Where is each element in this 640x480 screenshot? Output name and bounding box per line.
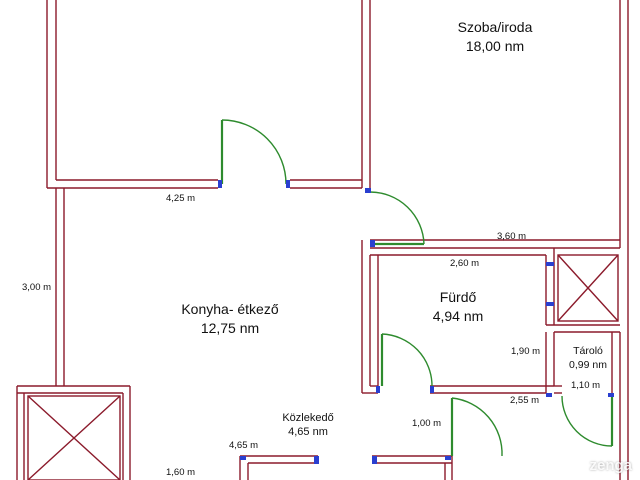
window-marker	[372, 456, 377, 464]
room-name: Közlekedő	[282, 412, 334, 424]
dimension-label: 4,65 m	[229, 440, 259, 451]
door-swing-arc	[561, 395, 613, 447]
room-label-tarolo: Tároló 0,99 nm	[560, 344, 616, 372]
room-area: 4,94 nm	[432, 308, 484, 324]
room-label-kozlekedo: Közlekedő 4,65 nm	[270, 411, 346, 439]
room-label-konyha: Konyha- étkező 12,75 nm	[160, 300, 300, 338]
window-marker	[546, 393, 552, 397]
walls	[16, 0, 629, 480]
zenga-logo-icon	[571, 458, 587, 473]
watermark-text: zenga	[589, 457, 632, 474]
room-area: 0,99 nm	[569, 359, 607, 371]
window-marker	[376, 386, 380, 393]
dimension-label: 1,00 m	[412, 418, 442, 429]
window-marker	[608, 393, 614, 397]
room-name: Fürdő	[439, 289, 477, 305]
shaft-cross-line	[557, 254, 619, 322]
dimension-label: 3,00 m	[22, 282, 52, 293]
room-area: 12,75 nm	[200, 320, 260, 336]
shaft-box	[27, 395, 121, 480]
shafts	[27, 254, 619, 480]
room-name: Szoba/iroda	[457, 19, 533, 35]
dimension-label: 1,60 m	[166, 467, 196, 478]
window-marker	[430, 386, 434, 393]
window-marker	[370, 240, 375, 247]
room-label-szoba: Szoba/iroda 18,00 nm	[440, 18, 550, 56]
dimension-label: 2,60 m	[450, 258, 480, 269]
windows	[218, 180, 614, 464]
shaft-cross-line	[27, 395, 121, 480]
window-marker	[365, 188, 371, 193]
watermark: zenga	[571, 457, 632, 474]
room-area: 18,00 nm	[465, 38, 525, 54]
window-marker	[240, 456, 246, 460]
window-marker	[445, 456, 451, 460]
room-name: Konyha- étkező	[181, 301, 279, 317]
window-marker	[314, 456, 319, 464]
dimension-label: 2,55 m	[510, 395, 540, 406]
window-marker	[286, 180, 290, 188]
door-swing-arc	[451, 397, 503, 457]
room-name: Tároló	[573, 345, 603, 357]
doors	[220, 119, 614, 457]
door-swing-arc	[221, 119, 287, 185]
shaft-box	[557, 254, 619, 322]
room-area: 4,65 nm	[288, 426, 328, 438]
door-swing-arc	[369, 191, 425, 245]
room-label-furdo: Fürdő 4,94 nm	[418, 288, 498, 326]
dimension-label: 1,90 m	[511, 346, 541, 357]
dimension-label: 1,10 m	[571, 380, 601, 391]
dimension-label: 4,25 m	[166, 193, 196, 204]
window-marker	[546, 262, 554, 266]
dimension-label: 3,60 m	[497, 231, 527, 242]
window-marker	[218, 180, 222, 188]
window-marker	[546, 302, 554, 306]
door-swing-arc	[381, 333, 433, 387]
